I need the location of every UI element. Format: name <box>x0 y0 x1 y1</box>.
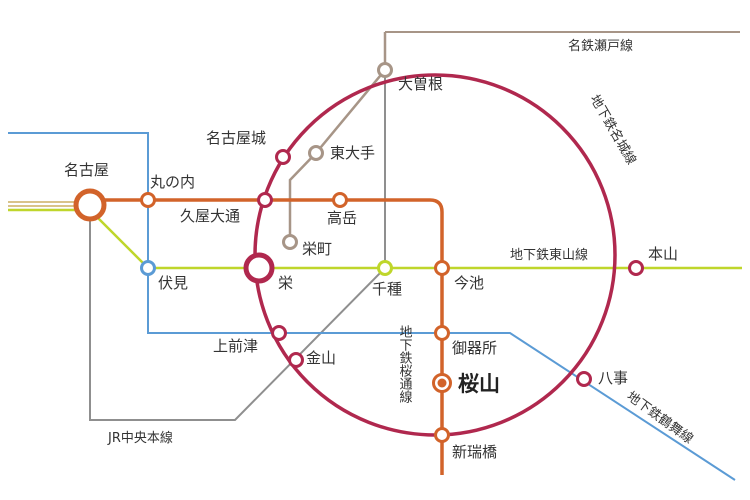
station-marker-imaike[interactable] <box>434 260 450 276</box>
station-label-hisaya-odori: 久屋大通 <box>180 207 240 225</box>
station-marker-kanayama[interactable] <box>288 352 304 368</box>
station-label-nagoya: 名古屋 <box>64 161 109 179</box>
station-marker-aratamabashi[interactable] <box>434 427 450 443</box>
station-label-chikusa: 千種 <box>372 280 402 298</box>
station-label-ozone: 大曽根 <box>398 75 443 93</box>
station-marker-ozone[interactable] <box>377 62 393 78</box>
meitetsu-nagoya-line <box>8 201 78 207</box>
station-label-higashi-ote: 東大手 <box>330 144 375 162</box>
station-marker-sakaemachi[interactable] <box>282 234 298 250</box>
station-marker-chikusa[interactable] <box>377 260 393 276</box>
higashiyama-line-label: 地下鉄東山線 <box>510 247 588 263</box>
station-label-sakaemachi: 栄町 <box>302 240 332 258</box>
station-label-kamimaezu: 上前津 <box>213 337 258 355</box>
station-marker-hisaya-odori[interactable] <box>257 192 273 208</box>
station-label-nagoyajo: 名古屋城 <box>206 129 266 147</box>
station-label-fushimi: 伏見 <box>158 274 188 292</box>
station-label-motoyama: 本山 <box>648 245 678 263</box>
tsurumai-line <box>8 132 736 481</box>
station-marker-kamimaezu[interactable] <box>271 325 287 341</box>
station-marker-sakae[interactable] <box>243 252 275 284</box>
seto-line-label: 名鉄瀬戸線 <box>568 38 633 54</box>
meijo-line-label: 地下鉄名城線 <box>587 92 640 168</box>
station-marker-nagoya[interactable] <box>73 188 107 222</box>
station-label-yagoto: 八事 <box>598 369 628 387</box>
jr-chuo-line <box>89 70 386 421</box>
station-marker-gokiso[interactable] <box>434 325 450 341</box>
station-label-gokiso: 御器所 <box>452 339 497 357</box>
station-label-marunouchi: 丸の内 <box>150 173 195 191</box>
sakurayama-center-dot <box>437 378 447 388</box>
station-labels: 名古屋 丸の内 伏見 久屋大通 名古屋城 東大手 大曽根 高岳 栄町 栄 千種 … <box>64 75 678 461</box>
jr-chuo-line-label: JR中央本線 <box>107 430 173 446</box>
sakuradori-line-label-text: 地下鉄桜通線 <box>397 325 413 403</box>
station-label-sakae: 栄 <box>278 274 293 292</box>
higashiyama-line <box>8 208 742 270</box>
station-marker-fushimi[interactable] <box>140 260 156 276</box>
station-marker-yagoto[interactable] <box>576 371 592 387</box>
station-label-takaoka: 高岳 <box>327 209 357 227</box>
station-marker-higashi-ote[interactable] <box>308 145 324 161</box>
meijo-line-label-text: 地下鉄名城線 <box>587 92 640 168</box>
station-marker-takaoka[interactable] <box>332 192 348 208</box>
station-marker-nagoyajo[interactable] <box>275 149 291 165</box>
tsurumai-line-label-text: 地下鉄鶴舞線 <box>624 388 697 447</box>
station-label-imaike: 今池 <box>454 274 484 292</box>
station-label-sakurayama: 桜山 <box>458 372 500 396</box>
station-marker-motoyama[interactable] <box>628 260 644 276</box>
tsurumai-line-label: 地下鉄鶴舞線 <box>624 388 697 447</box>
sakuradori-line <box>90 198 444 475</box>
station-markers <box>73 62 644 443</box>
station-label-aratamabashi: 新瑞橋 <box>452 443 497 461</box>
station-marker-marunouchi[interactable] <box>140 192 156 208</box>
meitetsu-seto-line <box>288 31 740 242</box>
station-label-kanayama: 金山 <box>306 349 336 367</box>
sakuradori-line-label: 地下鉄桜通線 <box>397 325 413 403</box>
